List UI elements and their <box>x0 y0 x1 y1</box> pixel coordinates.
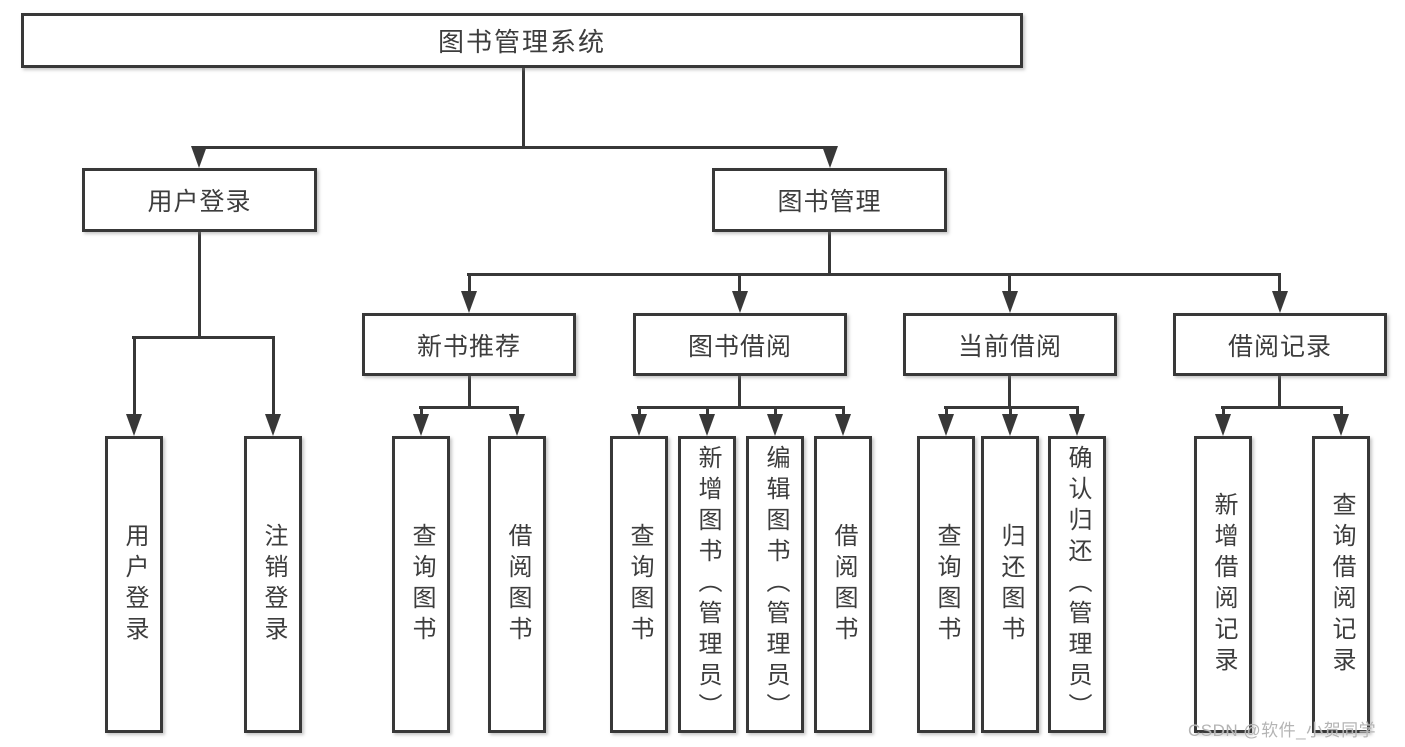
arrowhead-records-query <box>1333 414 1349 436</box>
leaf-records-add-record-label: 新增借阅记录 <box>1210 491 1237 678</box>
connector-borrowing-drop-2 <box>706 406 709 418</box>
arrowhead-borrowing-add <box>699 414 715 436</box>
node-borrowing-records: 借阅记录 <box>1173 313 1387 376</box>
connector-level3-drop-1 <box>468 273 471 295</box>
leaf-recommendation-query-books: 查询图书 <box>392 436 450 733</box>
leaf-user-login-label: 用户登录 <box>121 522 148 647</box>
connector-records-drop-1 <box>1222 406 1225 418</box>
node-book-borrowing-label: 图书借阅 <box>687 332 792 361</box>
connector-borrowing-drop-4 <box>842 406 845 418</box>
arrowhead-current-return <box>1002 414 1018 436</box>
node-new-book-recommendation: 新书推荐 <box>362 313 576 376</box>
connector-current-stem <box>1008 376 1011 406</box>
node-library-system: 图书管理系统 <box>21 13 1023 68</box>
connector-book-management-branch <box>467 273 1281 276</box>
leaf-borrowing-borrow-books-label: 借阅图书 <box>830 522 857 647</box>
connector-recommendation-drop-2 <box>516 406 519 418</box>
leaf-records-add-record: 新增借阅记录 <box>1194 436 1252 733</box>
connector-records-branch <box>1221 406 1343 409</box>
connector-root-stem <box>522 68 525 146</box>
arrowhead-current-confirm <box>1069 414 1085 436</box>
leaf-logout: 注销登录 <box>244 436 302 733</box>
connector-user-login-branch <box>132 336 275 339</box>
arrowhead-book-management <box>822 146 838 168</box>
leaf-borrowing-borrow-books: 借阅图书 <box>814 436 872 733</box>
node-borrowing-records-label: 借阅记录 <box>1227 332 1332 361</box>
connector-current-drop-2 <box>1009 406 1012 418</box>
connector-level3-drop-4 <box>1278 273 1281 295</box>
connector-records-drop-2 <box>1340 406 1343 418</box>
arrowhead-borrowing-edit <box>767 414 783 436</box>
leaf-current-return-books: 归还图书 <box>981 436 1039 733</box>
arrowhead-recommendation-query <box>413 414 429 436</box>
connector-user-login-stem <box>198 232 201 336</box>
leaf-logout-label: 注销登录 <box>260 522 287 647</box>
arrowhead-borrowing-query <box>631 414 647 436</box>
arrowhead-borrowing-borrow <box>835 414 851 436</box>
leaf-borrowing-add-books-admin-label: 新增图书（管理员） <box>694 445 721 724</box>
leaf-recommendation-borrow-books: 借阅图书 <box>488 436 546 733</box>
leaf-current-confirm-return-admin: 确认归还（管理员） <box>1048 436 1106 733</box>
connector-book-management-stem <box>828 232 831 273</box>
node-library-system-label: 图书管理系统 <box>437 27 606 57</box>
arrowhead-leaf-logout <box>265 414 281 436</box>
connector-borrowing-branch <box>637 406 845 409</box>
leaf-recommendation-borrow-books-label: 借阅图书 <box>504 522 531 647</box>
arrowhead-new-book-recommendation <box>461 291 477 313</box>
leaf-current-query-books: 查询图书 <box>917 436 975 733</box>
csdn-watermark: CSDN @软件_小贺同学 <box>1188 721 1377 740</box>
connector-user-login-drop-2 <box>272 336 275 416</box>
node-user-login-label: 用户登录 <box>147 188 252 216</box>
connector-level3-drop-3 <box>1008 273 1011 295</box>
connector-user-login-drop-1 <box>133 336 136 416</box>
connector-recommendation-branch <box>419 406 519 409</box>
arrowhead-book-borrowing <box>732 291 748 313</box>
node-current-borrowing-label: 当前借阅 <box>957 332 1062 361</box>
leaf-borrowing-edit-books-admin: 编辑图书（管理员） <box>746 436 804 733</box>
connector-borrowing-stem <box>738 376 741 406</box>
leaf-recommendation-query-books-label: 查询图书 <box>408 522 435 647</box>
node-user-login: 用户登录 <box>82 168 317 232</box>
leaf-records-query-record-label: 查询借阅记录 <box>1328 491 1355 678</box>
arrowhead-user-login <box>191 146 207 168</box>
connector-current-drop-3 <box>1076 406 1079 418</box>
leaf-borrowing-query-books: 查询图书 <box>610 436 668 733</box>
arrowhead-leaf-user-login <box>126 414 142 436</box>
node-new-book-recommendation-label: 新书推荐 <box>416 332 521 361</box>
connector-recommendation-stem <box>468 376 471 406</box>
leaf-borrowing-edit-books-admin-label: 编辑图书（管理员） <box>762 445 789 724</box>
node-current-borrowing: 当前借阅 <box>903 313 1117 376</box>
node-book-borrowing: 图书借阅 <box>633 313 847 376</box>
connector-recommendation-drop-1 <box>420 406 423 418</box>
connector-current-drop-1 <box>945 406 948 418</box>
arrowhead-recommendation-borrow <box>509 414 525 436</box>
arrowhead-records-add <box>1215 414 1231 436</box>
leaf-borrowing-query-books-label: 查询图书 <box>626 522 653 647</box>
leaf-current-return-books-label: 归还图书 <box>997 522 1024 647</box>
arrowhead-borrowing-records <box>1272 291 1288 313</box>
connector-level3-drop-2 <box>738 273 741 295</box>
leaf-current-confirm-return-admin-label: 确认归还（管理员） <box>1064 445 1091 724</box>
arrowhead-current-borrowing <box>1002 291 1018 313</box>
connector-borrowing-drop-1 <box>638 406 641 418</box>
leaf-user-login: 用户登录 <box>105 436 163 733</box>
arrowhead-current-query <box>938 414 954 436</box>
connector-records-stem <box>1278 376 1281 406</box>
leaf-records-query-record: 查询借阅记录 <box>1312 436 1370 733</box>
node-book-management: 图书管理 <box>712 168 947 232</box>
leaf-borrowing-add-books-admin: 新增图书（管理员） <box>678 436 736 733</box>
node-book-management-label: 图书管理 <box>777 188 882 216</box>
leaf-current-query-books-label: 查询图书 <box>933 522 960 647</box>
connector-root-branch <box>197 146 832 149</box>
connector-borrowing-drop-3 <box>774 406 777 418</box>
